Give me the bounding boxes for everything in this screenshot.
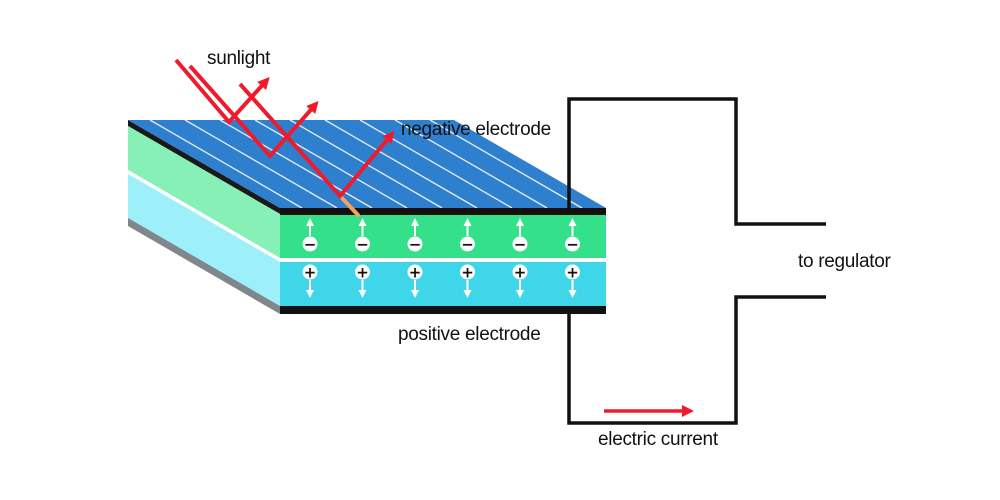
electron-4: −	[460, 218, 475, 254]
sunlight-ray-2	[188, 64, 319, 160]
negative-sign: −	[566, 236, 579, 254]
external-circuit	[567, 97, 826, 425]
electron-5: −	[512, 218, 528, 254]
electron-circle	[302, 236, 318, 252]
solar-cell: − + − + − + − + − + − +	[128, 119, 606, 314]
positive-sign: +	[304, 264, 317, 282]
circuit-wire-top	[567, 97, 826, 226]
positive-sign: +	[356, 264, 369, 282]
negative-sign: −	[356, 236, 369, 254]
negative-sign: −	[514, 236, 527, 254]
sunlight-ray-1	[174, 58, 270, 126]
sunlight-ray-3	[238, 82, 395, 200]
electron-circle	[355, 236, 370, 252]
to-regulator-label: to regulator	[798, 251, 891, 272]
electron-1: −	[302, 218, 318, 254]
charge-carriers: − + − + − + − + − + − +	[302, 218, 580, 298]
hole-circle	[407, 264, 423, 280]
positive-sign: +	[566, 264, 579, 282]
hole-circle	[512, 264, 528, 280]
hole-circle	[355, 264, 370, 280]
electron-2: −	[355, 218, 370, 254]
positive-electrode-label: positive electrode	[398, 324, 540, 345]
electron-6: −	[565, 218, 580, 254]
p-type-layer	[280, 262, 606, 306]
negative-sign: −	[304, 236, 317, 254]
positive-sign: +	[461, 264, 474, 282]
negative-electrode-strip	[280, 208, 606, 215]
hole-circle	[302, 264, 318, 280]
cell-side-junction	[128, 170, 280, 262]
positive-sign: +	[514, 264, 527, 282]
positive-electrode-strip	[280, 306, 606, 314]
junction-line	[280, 258, 606, 262]
electron-circle	[565, 236, 580, 252]
negative-sign: −	[461, 236, 474, 254]
cell-side-p-layer	[128, 174, 280, 306]
circuit-wire-bottom	[567, 295, 826, 425]
electric-current-label: electric current	[598, 429, 719, 450]
hole-6: +	[565, 264, 580, 298]
electron-3: −	[407, 218, 423, 254]
sunlight-rays	[174, 58, 395, 200]
hole-2: +	[355, 264, 370, 298]
n-type-layer	[280, 215, 606, 258]
negative-sign: −	[409, 236, 422, 254]
hole-3: +	[407, 264, 423, 298]
hole-4: +	[460, 264, 475, 298]
hole-circle	[565, 264, 580, 280]
positive-sign: +	[409, 264, 422, 282]
sunlight-label: sunlight	[207, 48, 271, 69]
cell-side-top-strip	[128, 120, 280, 214]
electron-circle	[407, 236, 423, 252]
hole-5: +	[512, 264, 528, 298]
electron-circle	[460, 236, 475, 252]
photon-absorption-mark	[340, 196, 360, 217]
hole-circle	[460, 264, 475, 280]
cell-side-bottom-strip	[128, 218, 280, 314]
cell-side-n-layer	[128, 126, 280, 258]
negative-electrode-label: negative electrode	[401, 119, 551, 140]
hole-1: +	[302, 264, 318, 298]
electron-circle	[512, 236, 528, 252]
